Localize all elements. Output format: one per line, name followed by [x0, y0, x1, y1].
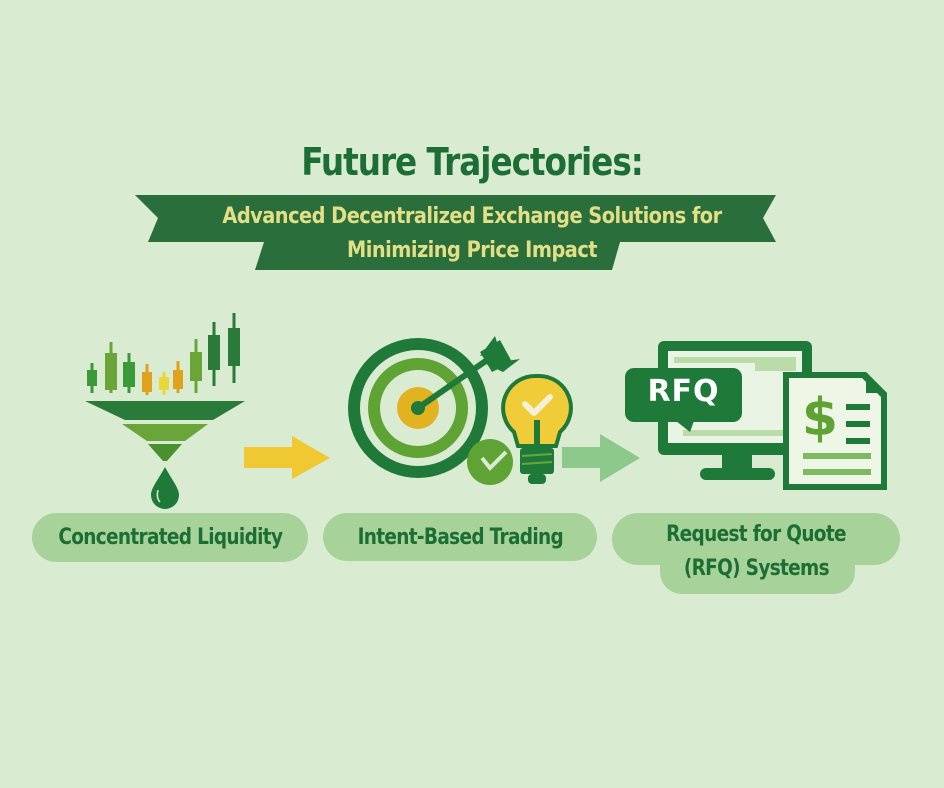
step-label-concentrated-liquidity: Concentrated Liquidity	[32, 513, 308, 562]
subtitle-line-1: Advanced Decentralized Exchange Solution…	[222, 204, 722, 229]
page-title: Future Trajectories:	[301, 140, 644, 184]
check-circle-icon	[467, 439, 513, 485]
dart-arrow-icon	[411, 336, 520, 415]
step-label-text-line-2: (RFQ) Systems	[683, 556, 829, 581]
liquidity-drop-icon	[151, 467, 179, 509]
rfq-speech-bubble-icon	[625, 368, 742, 432]
funnel-icon	[85, 401, 245, 461]
rfq-bubble-text: RFQ	[647, 374, 720, 409]
candlestick-icon	[87, 313, 240, 395]
step-label-intent-based-trading: Intent-Based Trading	[323, 513, 597, 561]
dollar-sign-icon: $	[801, 388, 839, 448]
lightbulb-icon	[501, 373, 573, 484]
document-invoice-icon	[783, 372, 887, 490]
target-icon	[348, 338, 488, 478]
step-label-text: Concentrated Liquidity	[57, 525, 283, 550]
step-label-rfq-systems-tab	[660, 540, 855, 594]
step-label-text: Intent-Based Trading	[357, 524, 563, 550]
subtitle-line-2: Minimizing Price Impact	[346, 238, 598, 263]
step-label-text-line-1: Request for Quote	[666, 522, 846, 547]
